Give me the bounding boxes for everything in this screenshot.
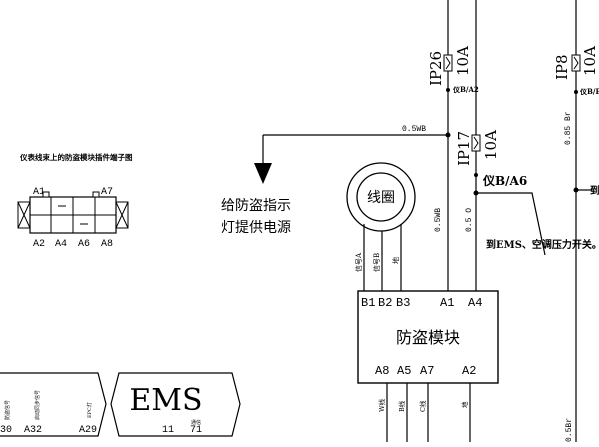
fuse-ip8-splice: 仪B/B3 xyxy=(579,87,599,96)
module-pin-b1: B1 xyxy=(361,296,375,310)
fuse-ip17-rating: 10A xyxy=(482,130,500,160)
fuse-ip26-rating: 10A xyxy=(454,46,472,76)
fuse-ip26-name: IP26 xyxy=(427,51,445,86)
output-label-w: W线 xyxy=(377,398,386,412)
fuse-ip8-name: IP8 xyxy=(553,54,571,80)
ems-note-comm: 通信 xyxy=(191,419,201,426)
input-label-a: 信号A xyxy=(354,252,363,272)
module-pin-b2: B2 xyxy=(378,296,392,310)
indicator-note-line2: 灯提供电源 xyxy=(221,220,291,236)
indicator-note-line1: 给防盗指示 xyxy=(221,198,291,214)
pin-label-a6: A6 xyxy=(78,239,90,250)
ems-pin-71: 71 xyxy=(190,425,202,436)
right-note: 到 xyxy=(590,184,599,197)
module-pin-a4: A4 xyxy=(468,296,482,310)
module-pin-a8: A8 xyxy=(375,364,389,378)
fuse-ip26-splice: 仪B/A2 xyxy=(452,85,479,94)
module-pin-a2: A2 xyxy=(462,364,476,378)
fuse-ip26: IP26 10A 仪B/A2 xyxy=(427,0,479,293)
module-pin-a5: A5 xyxy=(397,364,411,378)
input-label-b: 信号B xyxy=(372,253,381,272)
fuse-ip8: IP8 10A 仪B/B3 0.85 Br 到 0.5Br xyxy=(553,0,599,442)
wire-label-085br: 0.85 Br xyxy=(564,111,573,145)
pin-label-a8: A8 xyxy=(101,239,113,250)
module-pin-a7: A7 xyxy=(420,364,434,378)
ecu-note-epc: EPC灯 xyxy=(86,402,93,418)
connector-title: 仪表线束上的防盗模块插件端子图 xyxy=(19,152,133,162)
ems-block: EMS 通信 11 71 xyxy=(110,372,241,437)
fuse-ip8-rating: 10A xyxy=(581,46,599,76)
ems-title: EMS xyxy=(129,383,202,418)
fuse-ip17-name: IP17 xyxy=(455,131,473,166)
output-label-b: B线 xyxy=(397,400,406,412)
ecu-pin-30: 30 xyxy=(0,425,12,436)
output-label-c: C线 xyxy=(418,400,427,412)
wire-label-05wb-v: 0.5WB xyxy=(434,208,443,232)
ecu-note-antitheft: 防盗信号 xyxy=(4,400,11,420)
ecu-pin-a32: A32 xyxy=(24,425,42,436)
connector-pinout: 仪表线束上的防盗模块插件端子图 A1 A7 A2 A4 A6 A8 xyxy=(17,152,133,250)
module-pin-b3: B3 xyxy=(396,296,410,310)
pin-label-a2: A2 xyxy=(33,239,45,250)
wire-label-05o: 0.5 O xyxy=(465,208,474,232)
wire-label-05wb-h: 0.5WB xyxy=(402,125,426,134)
ems-note: 到EMS、空调压力开关。 xyxy=(486,238,599,251)
coil-label: 线圈 xyxy=(367,190,395,206)
junction-dot xyxy=(445,132,451,138)
ecu-block-left: 防盗信号 启动同步信号 EPC灯 30 A32 A29 xyxy=(0,372,107,437)
fuse-ip17: IP17 10A 仪B/A6 到EMS、空调压力开关。 xyxy=(455,0,599,293)
ems-pin-11: 11 xyxy=(162,425,174,436)
anti-theft-module: B1 B2 B3 A1 A4 防盗模块 A8 A5 A7 A2 W线 B线 C线… xyxy=(357,290,499,442)
pin-label-a7: A7 xyxy=(101,187,113,198)
pin-label-a4: A4 xyxy=(55,239,67,250)
ecu-pin-a29: A29 xyxy=(79,425,97,436)
output-label-gnd: 地 xyxy=(460,401,469,408)
coil: 线圈 信号A 信号B 地 xyxy=(346,162,416,293)
indicator-supply-branch: 0.5WB 给防盗指示 灯提供电源 xyxy=(221,125,448,236)
module-title: 防盗模块 xyxy=(396,328,460,347)
input-label-gnd: 地 xyxy=(391,257,400,264)
pin-label-a1: A1 xyxy=(33,187,45,198)
arrow-down-icon xyxy=(254,163,272,184)
module-pin-a1: A1 xyxy=(440,296,454,310)
ecu-note-sync: 启动同步信号 xyxy=(34,390,41,420)
wire-label-05br: 0.5Br xyxy=(565,418,574,442)
fuse-ip17-splice: 仪B/A6 xyxy=(482,174,527,188)
